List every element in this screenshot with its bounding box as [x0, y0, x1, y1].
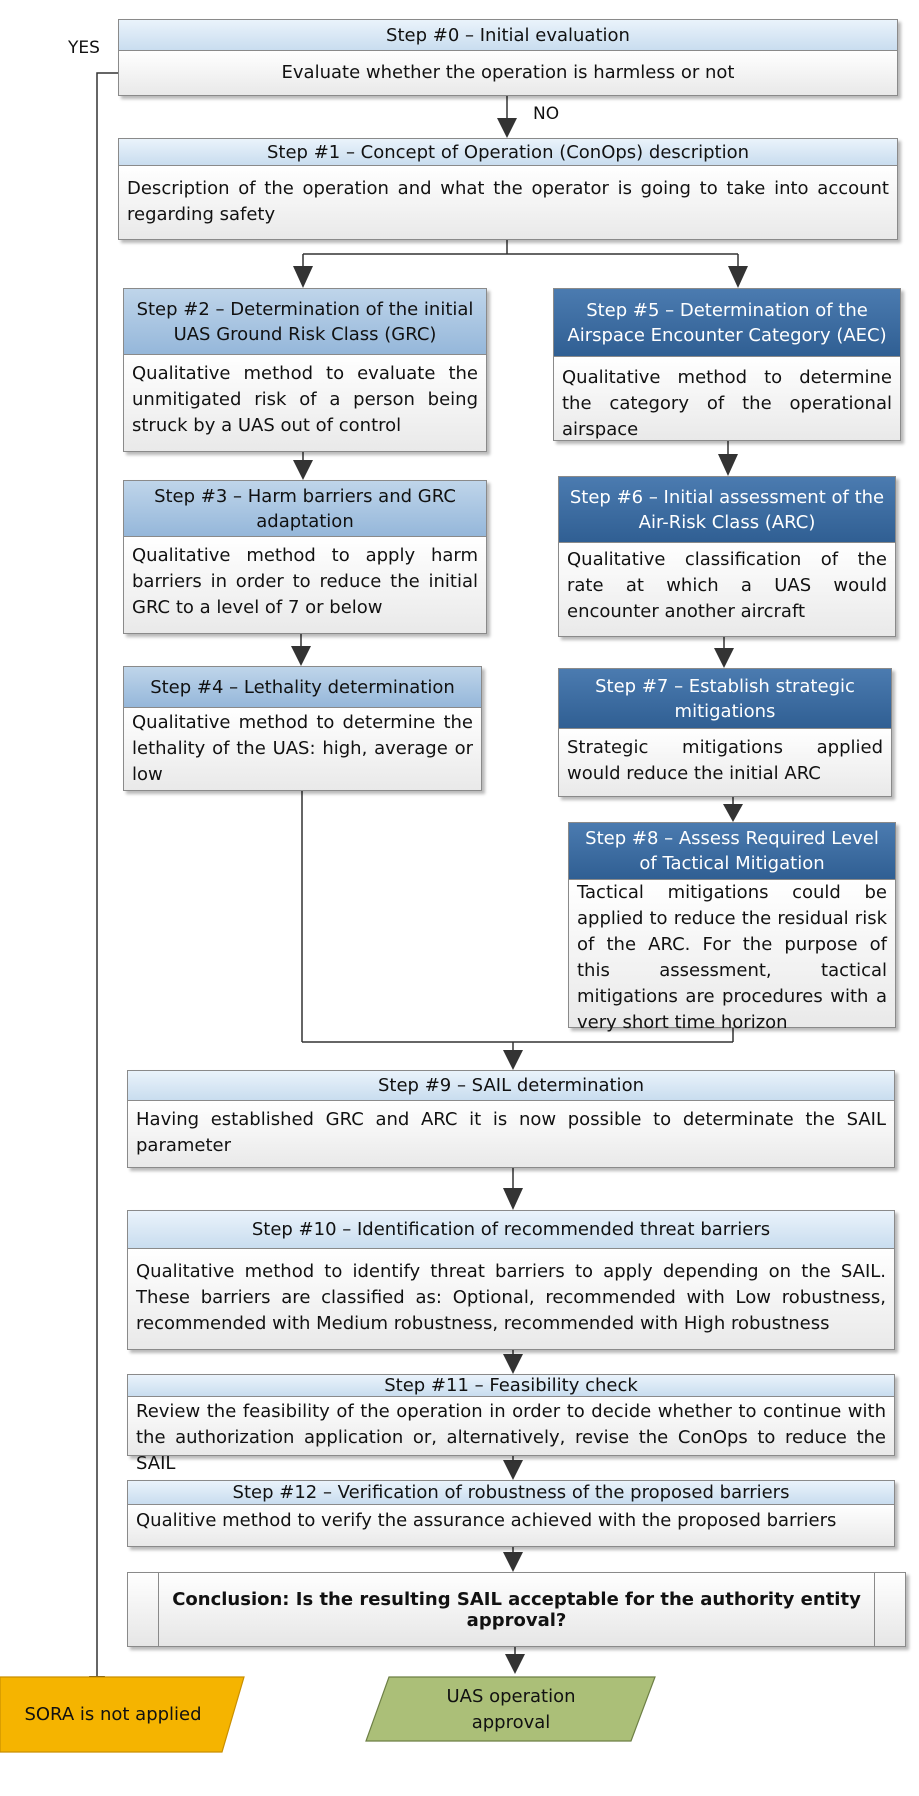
step-3-box: Step #3 – Harm barriers and GRC adaptati… [123, 480, 487, 634]
conclusion-box: Conclusion: Is the resulting SAIL accept… [127, 1572, 906, 1647]
step-1-title: Step #1 – Concept of Operation (ConOps) … [119, 139, 897, 166]
step-1-box: Step #1 – Concept of Operation (ConOps) … [118, 138, 898, 240]
step-10-box: Step #10 – Identification of recommended… [127, 1210, 895, 1350]
step-0-box: Step #0 – Initial evaluation Evaluate wh… [118, 19, 898, 96]
step-11-title: Step #11 – Feasibility check [128, 1375, 894, 1397]
step-11-box: Step #11 – Feasibility check Review the … [127, 1374, 895, 1474]
step-5-box: Step #5 – Determination of the Airspace … [553, 288, 901, 441]
step-9-title: Step #9 – SAIL determination [128, 1071, 894, 1101]
step-12-description: Qualitive method to verify the assurance… [128, 1505, 894, 1546]
step-7-description: Strategic mitigations applied would redu… [559, 729, 891, 796]
step-4-description: Qualitative method to determine the leth… [124, 708, 481, 790]
step-3-title: Step #3 – Harm barriers and GRC adaptati… [124, 481, 486, 537]
conclusion-question: Conclusion: Is the resulting SAIL accept… [172, 1588, 861, 1631]
no-label: NO [533, 104, 560, 124]
step-6-box: Step #6 – Initial assessment of the Air-… [558, 476, 896, 637]
step-0-description: Evaluate whether the operation is harmle… [119, 51, 897, 95]
uas-approval-label: UAS operation approval [446, 1685, 576, 1733]
uas-approval-outcome: UAS operation approval [365, 1676, 657, 1743]
step-11-description: Review the feasibility of the operation … [128, 1397, 894, 1474]
step-5-title: Step #5 – Determination of the Airspace … [554, 289, 900, 357]
step-10-description: Qualitative method to identify threat ba… [128, 1249, 894, 1349]
step-4-title: Step #4 – Lethality determination [124, 667, 481, 708]
step-6-title: Step #6 – Initial assessment of the Air-… [559, 477, 895, 543]
step-2-title: Step #2 – Determination of the initial U… [124, 289, 486, 355]
step-1-description: Description of the operation and what th… [119, 166, 897, 239]
step-2-box: Step #2 – Determination of the initial U… [123, 288, 487, 452]
step-6-description: Qualitative classification of the rate a… [559, 543, 895, 636]
step-3-description: Qualitative method to apply harm barrier… [124, 537, 486, 633]
step-0-title: Step #0 – Initial evaluation [119, 20, 897, 51]
sora-not-applied-label: SORA is not applied [24, 1704, 202, 1725]
yes-label: YES [68, 38, 100, 58]
step-8-box: Step #8 – Assess Required Level of Tacti… [568, 822, 896, 1033]
step-9-box: Step #9 – SAIL determination Having esta… [127, 1070, 895, 1168]
step-2-description: Qualitative method to evaluate the unmit… [124, 355, 486, 451]
step-10-title: Step #10 – Identification of recommended… [128, 1211, 894, 1249]
step-12-box: Step #12 – Verification of robustness of… [127, 1480, 895, 1547]
step-4-box: Step #4 – Lethality determination Qualit… [123, 666, 482, 791]
step-8-description: Tactical mitigations could be applied to… [569, 880, 895, 1033]
step-7-box: Step #7 – Establish strategic mitigation… [558, 668, 892, 797]
step-9-description: Having established GRC and ARC it is now… [128, 1101, 894, 1167]
step-5-description: Qualitative method to determine the cate… [554, 357, 900, 440]
step-8-title: Step #8 – Assess Required Level of Tacti… [569, 823, 895, 880]
step-7-title: Step #7 – Establish strategic mitigation… [559, 669, 891, 729]
step-12-title: Step #12 – Verification of robustness of… [128, 1481, 894, 1505]
yes-connector [96, 72, 118, 1678]
sora-not-applied-outcome: SORA is not applied [0, 1676, 246, 1754]
